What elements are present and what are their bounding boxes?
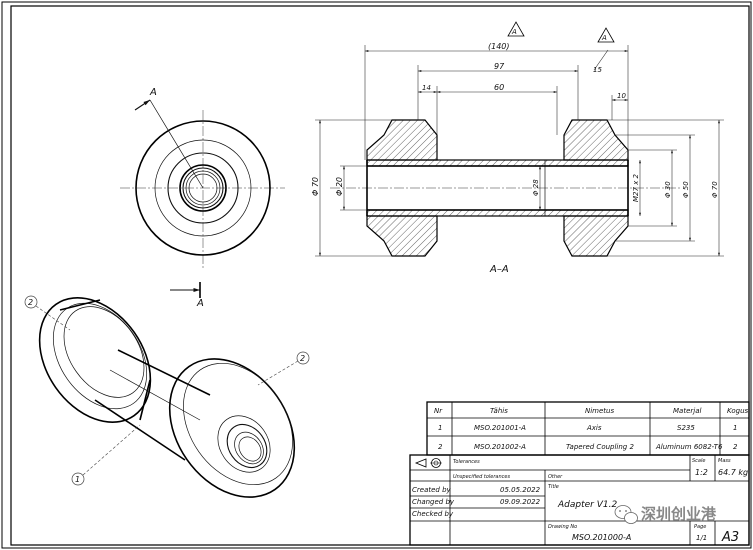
section-label: A–A [489, 264, 509, 275]
bom-row-1-code: MSO.201001-A [474, 424, 526, 432]
left-coupling-section-top [366, 119, 438, 161]
watermark: 深圳创业港 [614, 505, 717, 524]
left-coupling-section-bottom [366, 215, 438, 257]
title-block: Tolerances Unspecified tolerances Other … [409, 454, 750, 546]
dim-14: 14 [422, 84, 431, 92]
sheet-value: 1/1 [696, 534, 707, 542]
changed-by-label: Changed by [412, 498, 455, 506]
shaft-wall-top [366, 159, 629, 167]
created-date: 05.05.2022 [500, 486, 541, 494]
dim-dia70-left: Φ 70 [311, 177, 320, 196]
dim-60: 60 [494, 83, 504, 92]
balloon-1: 1 [75, 475, 80, 484]
created-by-label: Created by [412, 486, 452, 494]
bom-row-2-name: Tapered Coupling 2 [566, 443, 634, 451]
tolerance-header: Tolerances [453, 459, 480, 465]
dim-dia50: Φ 50 [682, 181, 690, 198]
bill-of-materials: Nr Tähis Nimetus Materjal Kogus 1 MSO.20… [426, 401, 750, 456]
right-coupling-section-top [563, 119, 629, 161]
end-view: A A [120, 87, 285, 309]
surface-mark-left: A [511, 28, 517, 36]
dim-dia28: Φ 28 [532, 179, 540, 196]
bom-row-2-code: MSO.201002-A [474, 443, 526, 451]
bom-header-qty: Kogus [727, 407, 749, 415]
title-label: Title [548, 484, 559, 490]
bom-row-2-material: Aluminum 6082-T6 [655, 443, 723, 451]
projection-symbol-icon [414, 458, 442, 468]
watermark-text: 深圳创业港 [641, 505, 717, 523]
dim-15: 15 [593, 66, 602, 74]
changed-date: 09.09.2022 [500, 498, 541, 506]
section-marker-label-top: A [149, 87, 157, 98]
wechat-logo-icon [614, 505, 638, 524]
dim-dia20: Φ 20 [335, 177, 344, 196]
balloon-2-right: 2 [300, 354, 305, 363]
tolerance-label: Unspecified tolerances [453, 474, 510, 480]
scale-value: 1:2 [695, 468, 708, 477]
sheet-inner-border [10, 5, 750, 546]
shaft-wall-bottom [366, 209, 629, 217]
bom-row-2-nr: 2 [438, 443, 443, 451]
scale-label: Scale [692, 458, 705, 464]
drawing-no: MSO.201000-A [572, 533, 631, 542]
drawing-no-label: Drawing No [548, 524, 577, 530]
dim-dia70-right: Φ 70 [711, 181, 719, 198]
isometric-view: 2 2 1 [24, 295, 310, 498]
title-value: Adapter V1.2 [557, 500, 617, 510]
mass-label: Mass [718, 458, 731, 464]
dim-overall-length: (140) [488, 42, 510, 51]
bom-header-name: Nimetus [585, 407, 614, 415]
bom-header-nr: Nr [434, 407, 443, 415]
bom-row-1-qty: 1 [733, 424, 737, 432]
dim-97: 97 [494, 62, 505, 71]
bom-row-1-name: Axis [586, 424, 602, 432]
checked-by-label: Checked by [412, 510, 454, 518]
dim-10: 10 [617, 92, 626, 100]
bom-header-material: Materjal [673, 407, 701, 415]
bom-row-1-nr: 1 [438, 424, 442, 432]
bom-row-1-material: S235 [677, 424, 695, 432]
bom-header-code: Tähis [490, 407, 508, 415]
dim-thread: M27 x 2 [632, 173, 640, 202]
paper-format: A3 [721, 530, 739, 545]
right-coupling-section-bottom [563, 215, 629, 257]
surface-mark-right: A [601, 34, 607, 42]
section-marker-label-bottom: A [196, 298, 204, 309]
mass-value: 64.7 kg [718, 468, 748, 477]
section-view: (140) 97 60 14 10 15 A A Φ 70 Φ 20 Φ 28 [311, 21, 724, 275]
bom-row-2-qty: 2 [733, 443, 738, 451]
balloon-2-left: 2 [28, 298, 33, 307]
other-label: Other [548, 474, 563, 480]
dim-dia30: Φ 30 [664, 181, 672, 198]
sheet-label: Page [694, 524, 706, 530]
